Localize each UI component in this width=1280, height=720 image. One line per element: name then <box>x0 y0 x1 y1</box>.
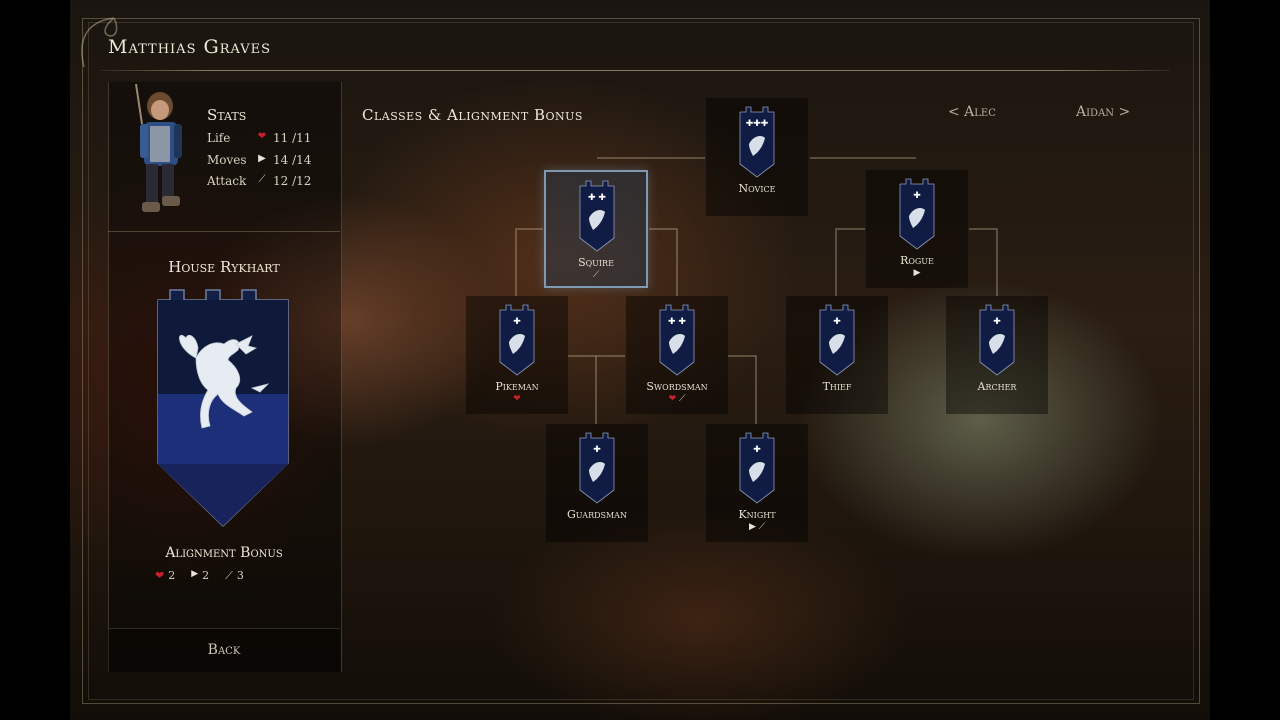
right-letterbox <box>1210 0 1280 720</box>
class-name: Pikeman <box>495 380 539 393</box>
stat-moves: Moves ▶ 14 /14 <box>207 153 311 167</box>
prev-character-button[interactable]: < Alec <box>948 104 996 120</box>
swordsman-banner-icon: ✚ ✚ <box>659 304 695 376</box>
bonus-attack: 3 <box>236 569 244 582</box>
class-bonus: ❤ <box>466 394 568 404</box>
stat-life: Life ❤ 11 /11 <box>207 131 311 145</box>
novice-banner-icon: ✚✚✚ <box>739 106 775 178</box>
class-node-squire[interactable]: ✚ ✚ Squire ⟋ <box>544 170 648 288</box>
sword-icon: ⟋ <box>225 569 233 582</box>
character-portrait <box>135 84 182 212</box>
class-node-archer[interactable]: ✚ Archer <box>946 296 1048 414</box>
arrow-icon: ▶ <box>191 569 199 579</box>
class-name: Rogue <box>900 254 934 267</box>
thief-banner-icon: ✚ <box>819 304 855 376</box>
guardsman-banner-icon: ✚ <box>579 432 615 504</box>
heart-icon: ❤ <box>257 131 267 142</box>
stats-heading: Stats <box>207 106 247 124</box>
svg-text:✚: ✚ <box>593 445 601 455</box>
archer-banner-icon: ✚ <box>979 304 1015 376</box>
sword-icon: ⟋ <box>679 394 686 404</box>
heart-icon: ❤ <box>668 394 677 404</box>
back-button[interactable]: Back <box>108 628 340 671</box>
stat-value: 12 /12 <box>273 174 312 188</box>
sword-icon: ⟋ <box>258 174 266 185</box>
class-node-rogue[interactable]: ✚ Rogue ▶ <box>866 170 968 288</box>
classes-heading: Classes & Alignment Bonus <box>362 106 583 124</box>
alignment-bonus-heading: Alignment Bonus <box>165 545 283 561</box>
stat-value: 14 /14 <box>273 153 312 167</box>
class-node-thief[interactable]: ✚ Thief <box>786 296 888 414</box>
class-name: Guardsman <box>567 508 627 521</box>
class-node-pikeman[interactable]: ✚ Pikeman ❤ <box>466 296 568 414</box>
sword-icon: ⟋ <box>592 270 600 280</box>
class-node-knight[interactable]: ✚ Knight ▶ ⟋ <box>706 424 808 542</box>
class-name: Archer <box>977 380 1017 393</box>
next-character-button[interactable]: Aidan > <box>1076 104 1131 120</box>
character-name: Matthias Graves <box>108 36 272 58</box>
corner-ornament-icon <box>81 17 118 68</box>
svg-text:✚: ✚ <box>913 191 921 201</box>
class-node-guardsman[interactable]: ✚ Guardsman <box>546 424 648 542</box>
svg-text:✚: ✚ <box>993 317 1001 327</box>
class-name: Novice <box>738 182 776 195</box>
stat-label: Attack <box>207 174 247 188</box>
svg-text:✚ ✚: ✚ ✚ <box>668 317 686 327</box>
outer-frame <box>82 18 1200 704</box>
arrow-icon: ▶ <box>748 522 756 532</box>
inner-frame <box>88 22 1194 700</box>
class-name: Thief <box>822 380 852 393</box>
svg-text:✚ ✚: ✚ ✚ <box>588 193 606 203</box>
left-letterbox <box>0 0 70 720</box>
panel-divider <box>108 231 340 232</box>
arrow-icon: ▶ <box>913 268 921 278</box>
class-bonus: ▶ ⟋ <box>706 522 808 532</box>
class-bonus: ❤ ⟋ <box>626 394 728 404</box>
svg-text:✚: ✚ <box>513 317 521 327</box>
class-bonus: ⟋ <box>546 270 646 280</box>
stat-attack: Attack ⟋ 12 /12 <box>207 174 311 188</box>
house-banner-icon <box>157 289 289 528</box>
svg-text:✚✚✚: ✚✚✚ <box>746 119 769 129</box>
class-node-swordsman[interactable]: ✚ ✚ Swordsman ❤ ⟋ <box>626 296 728 414</box>
svg-text:✚: ✚ <box>833 317 841 327</box>
bonus-life: 2 <box>168 569 176 582</box>
class-name: Swordsman <box>646 380 708 393</box>
stat-label: Moves <box>207 153 247 167</box>
class-node-novice[interactable]: ✚✚✚ Novice <box>706 98 808 216</box>
alignment-bonus-values: ❤ 2 ▶ 2 ⟋ 3 <box>155 569 244 583</box>
class-name: Squire <box>578 256 614 269</box>
arrow-icon: ▶ <box>258 153 266 164</box>
stat-label: Life <box>207 131 231 145</box>
class-name: Knight <box>738 508 776 521</box>
stat-value: 11 /11 <box>273 131 312 145</box>
squire-banner-icon: ✚ ✚ <box>579 180 615 252</box>
knight-banner-icon: ✚ <box>739 432 775 504</box>
heart-icon: ❤ <box>513 394 521 404</box>
house-name: House Rykhart <box>168 258 280 276</box>
heart-icon: ❤ <box>155 569 165 582</box>
class-bonus: ▶ <box>866 268 968 278</box>
title-divider <box>100 70 1170 71</box>
svg-text:✚: ✚ <box>753 445 761 455</box>
sword-icon: ⟋ <box>758 522 766 532</box>
bonus-moves: 2 <box>202 569 210 582</box>
pikeman-banner-icon: ✚ <box>499 304 535 376</box>
rogue-banner-icon: ✚ <box>899 178 935 250</box>
